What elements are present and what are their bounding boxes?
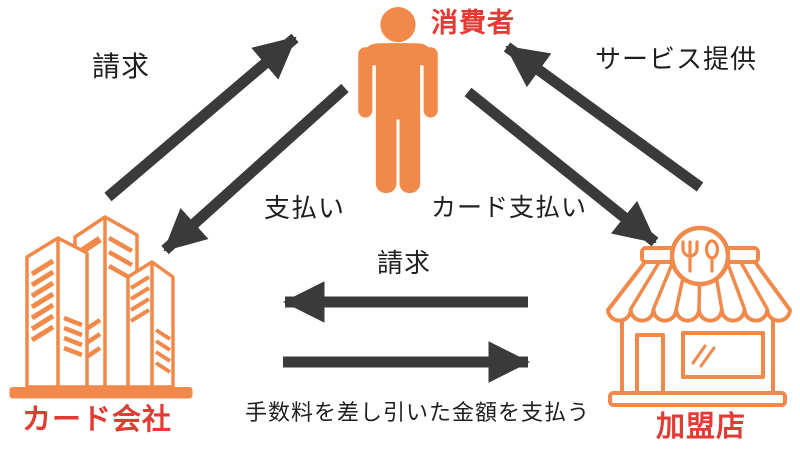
card-company-label: カード会社 [22, 404, 173, 436]
office-buildings-icon [9, 215, 193, 399]
shop-door [635, 333, 665, 395]
person-icon [358, 7, 438, 193]
billing-to-card-company-label: 請求 [377, 248, 432, 278]
service-to-consumer-label: サービス提供 [595, 44, 758, 74]
payout-to-merchant-label: 手数料を差し引いた金額を支払う [245, 400, 591, 425]
consumer-label: 消費者 [431, 8, 515, 38]
arrow-service-to-consumer [503, 42, 704, 192]
arrow-billing-to-consumer [104, 33, 299, 202]
shop-window [681, 331, 765, 379]
arrow-card-payment-to-merchant [464, 87, 659, 247]
arrow-payment-to-card-company [161, 83, 349, 255]
billing-to-consumer-label: 請求 [92, 51, 151, 82]
fork-icon [681, 240, 699, 273]
card-payment-to-merchant-label: カード支払い [431, 194, 588, 222]
storefront-icon [606, 225, 792, 407]
merchant-label: 加盟店 [656, 411, 747, 443]
payment-to-card-company-label: 支払い [264, 193, 346, 223]
